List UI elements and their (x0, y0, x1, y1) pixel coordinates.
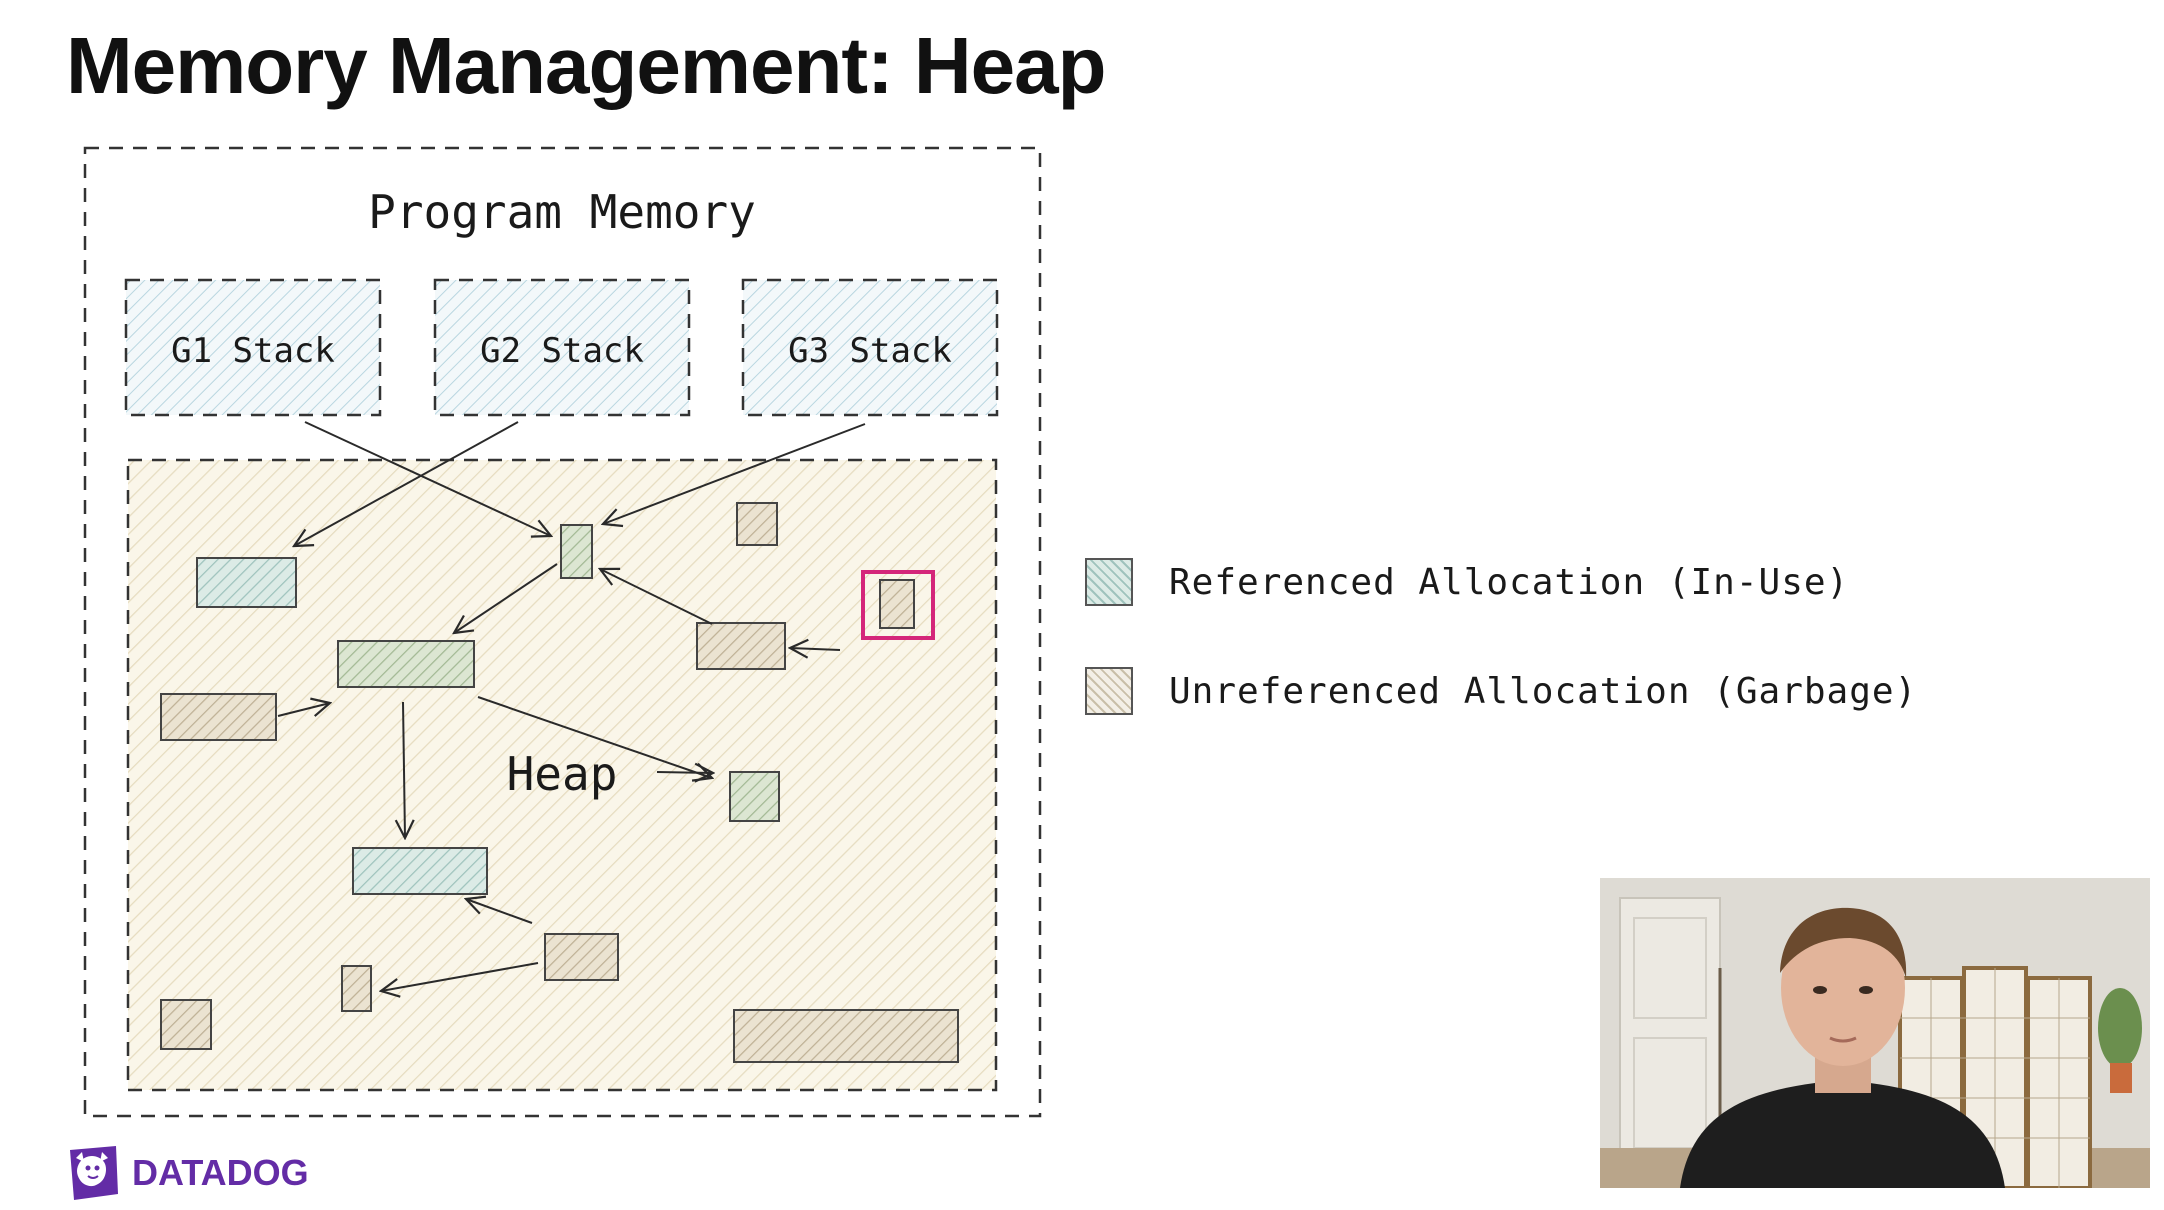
allocation-garbage (160, 693, 277, 741)
highlight-box (861, 570, 935, 640)
stack-g2: G2 Stack (433, 278, 691, 417)
brand-name: DATADOG (132, 1152, 309, 1193)
allocation-garbage (544, 933, 619, 981)
allocation-referenced (352, 847, 488, 895)
arrow (466, 899, 533, 924)
dog-icon (70, 1146, 118, 1200)
stack-g3: G3 Stack (741, 278, 999, 417)
stack-g1: G1 Stack (124, 278, 382, 417)
legend-referenced: Referenced Allocation (In-Use) (1085, 552, 1849, 612)
slide-title: Memory Management: Heap (66, 21, 1106, 110)
stack-g3-label: G3 Stack (788, 331, 952, 371)
legend-label-referenced: Referenced Allocation (In-Use) (1169, 561, 1850, 603)
allocation-referenced (560, 524, 593, 579)
arrow (381, 962, 539, 991)
allocation-garbage (160, 999, 212, 1050)
arrow (656, 772, 713, 773)
arrow (603, 423, 866, 524)
allocation-garbage (733, 1009, 959, 1063)
webcam-video (1600, 878, 2150, 1188)
allocation-referenced (729, 771, 780, 822)
arrow (403, 701, 405, 838)
allocation-referenced (337, 640, 475, 688)
legend-swatch-unreferenced (1085, 667, 1133, 715)
arrow (294, 421, 519, 546)
arrow (790, 648, 841, 650)
arrow (277, 703, 330, 717)
stack-g1-label: G1 Stack (171, 331, 335, 371)
allocation-referenced (196, 557, 297, 608)
allocation-garbage (341, 965, 372, 1012)
heap-label: Heap (507, 747, 618, 801)
arrow (304, 421, 551, 536)
program-memory-box (83, 146, 1042, 1118)
allocation-garbage (879, 579, 915, 629)
legend-label-unreferenced: Unreferenced Allocation (Garbage) (1169, 670, 1918, 712)
stack-g2-label: G2 Stack (480, 331, 644, 371)
legend-unreferenced: Unreferenced Allocation (Garbage) (1085, 661, 1917, 721)
allocation-garbage (736, 502, 778, 546)
program-memory-label: Program Memory (368, 185, 756, 239)
arrow (454, 563, 558, 633)
arrow (600, 569, 713, 625)
arrow (477, 696, 712, 778)
legend-swatch-referenced (1085, 558, 1133, 606)
presenter-image (1600, 878, 2150, 1188)
allocation-garbage (696, 622, 786, 670)
datadog-logo: DATADOG (66, 1144, 309, 1202)
